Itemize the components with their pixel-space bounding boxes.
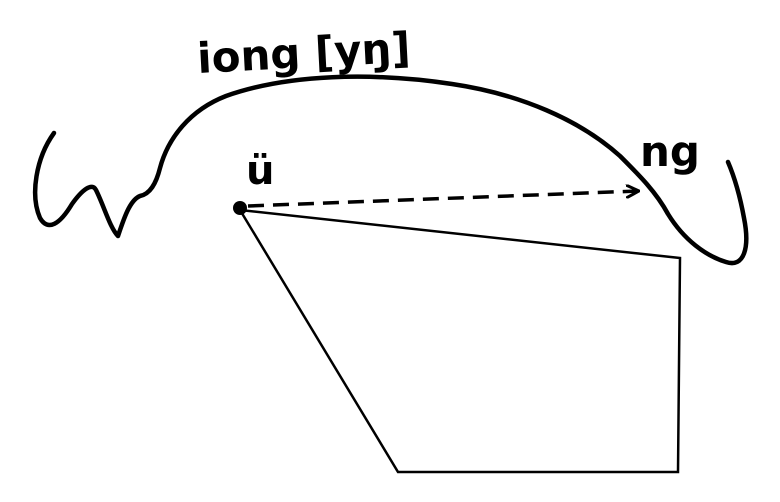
start-vowel-label: ü xyxy=(246,148,274,194)
start-point-dot xyxy=(233,201,247,215)
tract-label: iong [yŋ] xyxy=(196,23,412,83)
vocal-tract-outline xyxy=(32,74,749,266)
glide-arrow xyxy=(247,191,638,208)
end-sound-label: ng xyxy=(640,127,700,176)
vowel-quadrilateral xyxy=(237,208,682,474)
